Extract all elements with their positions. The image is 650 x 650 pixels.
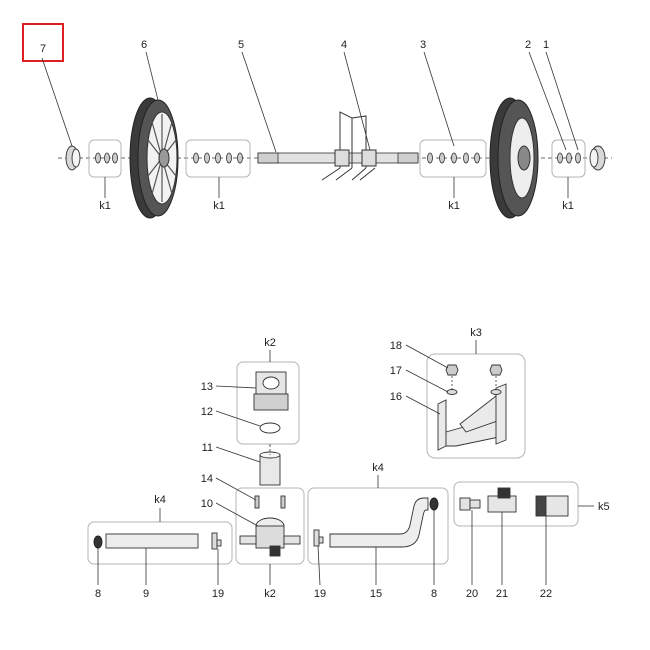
label-k2-top: k2 <box>264 337 276 349</box>
label-k3: k3 <box>470 327 482 339</box>
label-part-12: 12 <box>201 406 213 418</box>
k1-group-box-2 <box>185 139 251 178</box>
part-21-valve[interactable] <box>487 487 517 513</box>
part-4-bracket[interactable] <box>321 111 377 181</box>
label-part-14: 14 <box>201 473 213 485</box>
part-8-cap-left[interactable] <box>93 535 103 549</box>
label-k1-3: k1 <box>448 200 460 212</box>
part-6-wheel[interactable] <box>129 97 179 219</box>
k1-group-box-3 <box>419 139 487 178</box>
part-9-hose[interactable] <box>105 533 199 549</box>
label-k4-right: k4 <box>372 462 384 474</box>
k2-group-box-top <box>236 361 300 445</box>
right-wheel[interactable] <box>489 97 539 219</box>
label-part-20: 20 <box>466 588 478 600</box>
part-17-washers[interactable] <box>446 389 502 395</box>
label-part-3: 3 <box>420 39 426 51</box>
label-part-2: 2 <box>525 39 531 51</box>
label-k5: k5 <box>598 501 610 513</box>
part-19-clamp-left[interactable] <box>211 532 222 550</box>
right-cap[interactable] <box>589 145 606 171</box>
label-k2-bottom: k2 <box>264 588 276 600</box>
label-part-10: 10 <box>201 498 213 510</box>
label-part-8-right: 8 <box>431 588 437 600</box>
part-19-clamp-right[interactable] <box>313 529 324 547</box>
part-8-cap-right[interactable] <box>429 497 439 511</box>
label-part-5: 5 <box>238 39 244 51</box>
label-part-19-right: 19 <box>314 588 326 600</box>
label-part-1: 1 <box>543 39 549 51</box>
part-13-fitting[interactable] <box>253 371 289 411</box>
label-part-13: 13 <box>201 381 213 393</box>
label-part-22: 22 <box>540 588 552 600</box>
label-k4-left: k4 <box>154 494 166 506</box>
part-16-bracket[interactable] <box>437 383 507 451</box>
part-7-cap[interactable] <box>65 145 81 171</box>
label-part-18: 18 <box>390 340 402 352</box>
label-part-8-left: 8 <box>95 588 101 600</box>
label-part-16: 16 <box>390 391 402 403</box>
label-part-19-left: 19 <box>212 588 224 600</box>
part-15-bent-hose[interactable] <box>329 497 429 548</box>
k5-group-box <box>453 481 579 527</box>
label-k1-2: k1 <box>213 200 225 212</box>
label-part-7: 7 <box>40 43 46 55</box>
part-18-nuts[interactable] <box>445 364 503 376</box>
k1-group-box-4 <box>551 139 586 178</box>
part-12-oring[interactable] <box>259 422 281 434</box>
part-14-screws[interactable] <box>254 495 286 509</box>
label-part-9: 9 <box>143 588 149 600</box>
k1-washers-4 <box>557 152 581 164</box>
k1-washers-1 <box>95 152 118 164</box>
label-part-11: 11 <box>202 442 213 454</box>
k1-washers-3 <box>427 152 480 164</box>
part-20-connector[interactable] <box>459 497 481 511</box>
label-part-6: 6 <box>141 39 147 51</box>
label-k1-4: k1 <box>562 200 574 212</box>
bottom-leader-lines <box>97 340 594 586</box>
label-part-17: 17 <box>390 365 402 377</box>
label-part-4: 4 <box>341 39 347 51</box>
k1-washers-2 <box>193 152 243 164</box>
top-leader-lines <box>41 51 579 198</box>
part-22-coupling[interactable] <box>535 495 569 517</box>
part-10-valve-body[interactable] <box>239 517 301 557</box>
part-11-tube[interactable] <box>259 451 281 486</box>
label-k1-1: k1 <box>99 200 111 212</box>
label-part-15: 15 <box>370 588 382 600</box>
label-part-21: 21 <box>496 588 508 600</box>
